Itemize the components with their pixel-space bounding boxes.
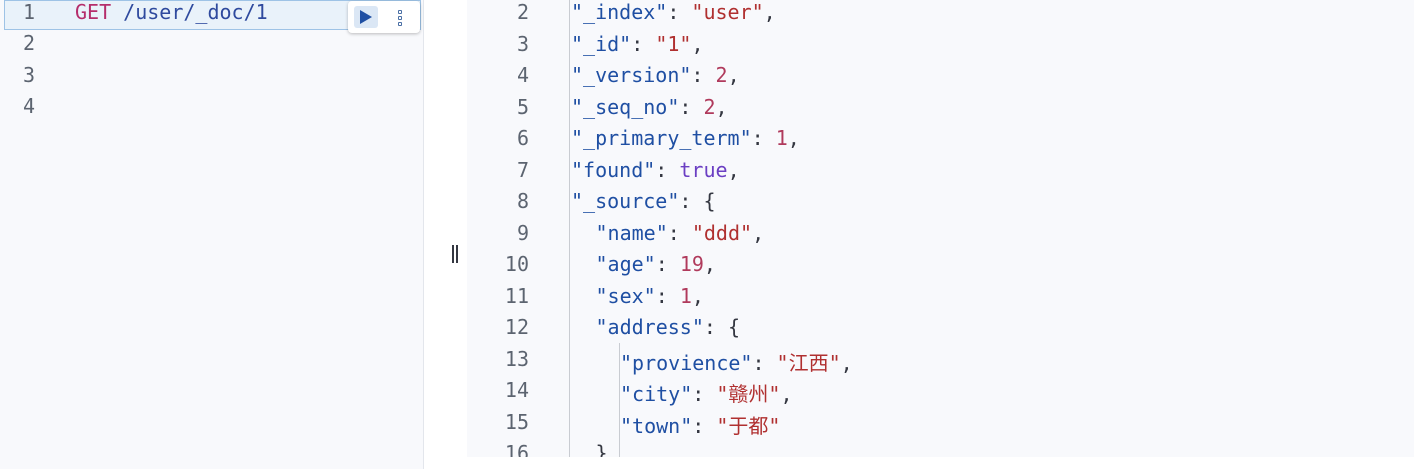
- request-actions: [348, 1, 420, 33]
- json-key: "provience": [620, 350, 753, 375]
- json-line: "name": "ddd",: [595, 220, 765, 245]
- json-value: 2: [703, 94, 716, 119]
- json-line: "_seq_no": 2,: [571, 94, 728, 119]
- json-key: "age": [595, 252, 656, 276]
- more-actions-button[interactable]: [392, 6, 408, 28]
- line-number: 4: [23, 94, 36, 118]
- line-number: 3: [23, 63, 36, 87]
- json-key: "address": [595, 315, 704, 339]
- json-line: "_version": 2,: [571, 63, 740, 87]
- play-icon: [360, 10, 372, 24]
- json-value: 2: [715, 63, 728, 87]
- json-line: "town": "于都": [620, 413, 781, 438]
- line-number: 14: [504, 378, 529, 402]
- bottom-strip: [467, 457, 1414, 469]
- json-key: "_seq_no": [571, 94, 680, 119]
- json-key: "_index": [571, 0, 668, 24]
- json-value: 1: [679, 283, 692, 308]
- line-number: 12: [504, 315, 529, 339]
- request-editor[interactable]: 1 2 3 4 GET /user/_doc/1: [0, 0, 424, 469]
- line-number: 2: [23, 31, 36, 55]
- line-number: 8: [516, 189, 529, 213]
- indent-guide: [619, 343, 620, 457]
- vertical-dots-icon: [398, 10, 402, 14]
- json-key: "name": [595, 220, 668, 245]
- line-number: 13: [504, 346, 529, 371]
- json-value: "江西": [776, 350, 841, 375]
- json-line: "_source": {: [571, 189, 716, 213]
- json-value: "1": [655, 31, 692, 56]
- json-key: "city": [620, 382, 693, 406]
- json-line: "_id": "1",: [571, 31, 704, 56]
- json-line: "provience": "江西",: [620, 350, 853, 375]
- json-value: {: [703, 189, 716, 213]
- json-key: "_version": [571, 63, 692, 87]
- json-key: "_primary_term": [571, 126, 752, 150]
- json-value: "赣州": [716, 382, 781, 406]
- request-path: /user/_doc/1: [111, 0, 268, 24]
- line-number: 3: [516, 31, 529, 56]
- json-value: {: [727, 315, 741, 339]
- line-number: 5: [516, 94, 529, 119]
- json-value: true: [679, 157, 728, 182]
- line-number: 15: [504, 409, 529, 434]
- json-key: "_id": [571, 31, 632, 56]
- json-value: 19: [679, 252, 704, 276]
- json-line: "city": "赣州",: [620, 382, 793, 406]
- json-key: "sex": [595, 283, 656, 308]
- json-line: "age": 19,: [595, 252, 716, 276]
- pane-divider[interactable]: [424, 0, 466, 469]
- request-line[interactable]: GET /user/_doc/1: [75, 0, 268, 24]
- line-number: 2: [516, 0, 529, 24]
- resize-handle-icon[interactable]: [451, 245, 459, 263]
- indent-guide: [569, 0, 570, 457]
- line-number: 10: [504, 252, 529, 276]
- json-value: "user": [691, 0, 764, 24]
- request-method: GET: [75, 0, 112, 24]
- line-number: 6: [516, 126, 529, 150]
- run-request-button[interactable]: [354, 6, 378, 28]
- json-line: "address": {: [595, 315, 741, 339]
- json-value: "于都": [716, 413, 781, 438]
- json-line: "sex": 1,: [595, 283, 704, 308]
- response-viewer[interactable]: 2 "_index": "user", 3 "_id": "1", 4 "_version…: [467, 0, 1414, 469]
- json-line: "_primary_term": 1,: [571, 126, 800, 150]
- json-value: "ddd": [691, 220, 753, 245]
- line-number: 9: [516, 220, 529, 245]
- json-line: "_index": "user",: [571, 0, 776, 24]
- line-number: 4: [516, 63, 529, 87]
- line-number: 1: [23, 0, 36, 24]
- json-value: 1: [775, 126, 788, 150]
- json-line: "found": true,: [571, 157, 740, 182]
- line-number: 7: [516, 157, 529, 182]
- json-key: "found": [571, 157, 656, 182]
- json-key: "_source": [571, 189, 680, 213]
- line-number: 11: [504, 283, 529, 308]
- json-key: "town": [620, 413, 693, 438]
